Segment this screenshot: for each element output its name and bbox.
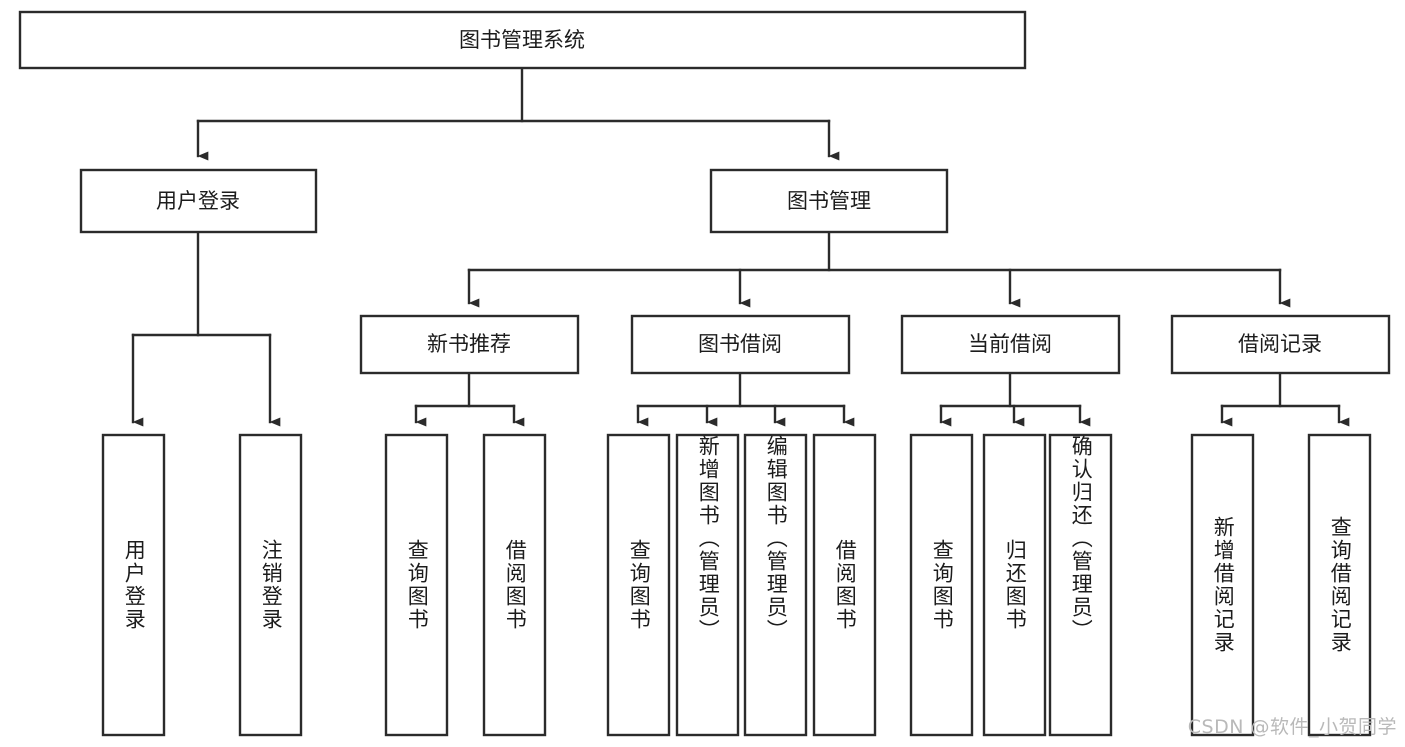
leaf-box-edit-book[interactable]	[743, 433, 808, 737]
leaf-box-query-book-1[interactable]	[384, 433, 449, 737]
node-book-borrow-label: 图书借阅	[698, 332, 782, 356]
node-current-borrow[interactable]: 当前借阅	[900, 314, 1121, 375]
node-current-borrow-box[interactable]	[900, 314, 1121, 375]
node-root-label: 图书管理系统	[459, 28, 585, 52]
leaf-box-return-book[interactable]	[982, 433, 1047, 737]
connector-group-current-borrow	[939, 371, 1091, 427]
connector-group-root	[196, 66, 840, 161]
node-borrow-record-box[interactable]	[1170, 314, 1391, 375]
node-borrow-record-label: 借阅记录	[1238, 332, 1322, 356]
node-book-manage[interactable]: 图书管理	[709, 168, 949, 234]
node-current-borrow-label: 当前借阅	[968, 332, 1052, 356]
connector-group-book-manage	[467, 230, 1291, 308]
node-book-manage-label: 图书管理	[787, 189, 871, 213]
leaf-box-confirm-return[interactable]	[1048, 433, 1113, 737]
leaf-box-add-book[interactable]	[675, 433, 740, 737]
node-new-book-rec[interactable]: 新书推荐	[359, 314, 580, 375]
leaf-box-user-logout[interactable]	[238, 433, 303, 737]
node-borrow-record[interactable]: 借阅记录	[1170, 314, 1391, 375]
node-root[interactable]: 图书管理系统	[18, 10, 1027, 70]
leaf-box-borrow-book-2[interactable]	[812, 433, 877, 737]
leaf-box-user-login[interactable]	[101, 433, 166, 737]
node-book-borrow[interactable]: 图书借阅	[630, 314, 851, 375]
connector-group-user-login	[131, 230, 281, 427]
leaf-box-borrow-book-1[interactable]	[482, 433, 547, 737]
node-new-book-rec-label: 新书推荐	[427, 332, 511, 356]
node-book-manage-box[interactable]	[709, 168, 949, 234]
node-user-login-box[interactable]	[79, 168, 318, 234]
leaf-box-query-book-2[interactable]	[606, 433, 671, 737]
leaf-box-query-book-3[interactable]	[909, 433, 974, 737]
node-root-box[interactable]	[18, 10, 1027, 70]
leaf-box-add-record[interactable]	[1190, 433, 1255, 737]
node-user-login-label: 用户登录	[156, 189, 240, 213]
node-new-book-rec-box[interactable]	[359, 314, 580, 375]
connector-group-book-borrow	[636, 371, 855, 427]
node-book-borrow-box[interactable]	[630, 314, 851, 375]
node-user-login[interactable]: 用户登录	[79, 168, 318, 234]
leaf-box-query-record[interactable]	[1307, 433, 1372, 737]
leaf-boxes	[101, 433, 1372, 737]
connector-group-new-book-rec	[414, 371, 525, 427]
connector-group-borrow-record	[1220, 371, 1350, 427]
